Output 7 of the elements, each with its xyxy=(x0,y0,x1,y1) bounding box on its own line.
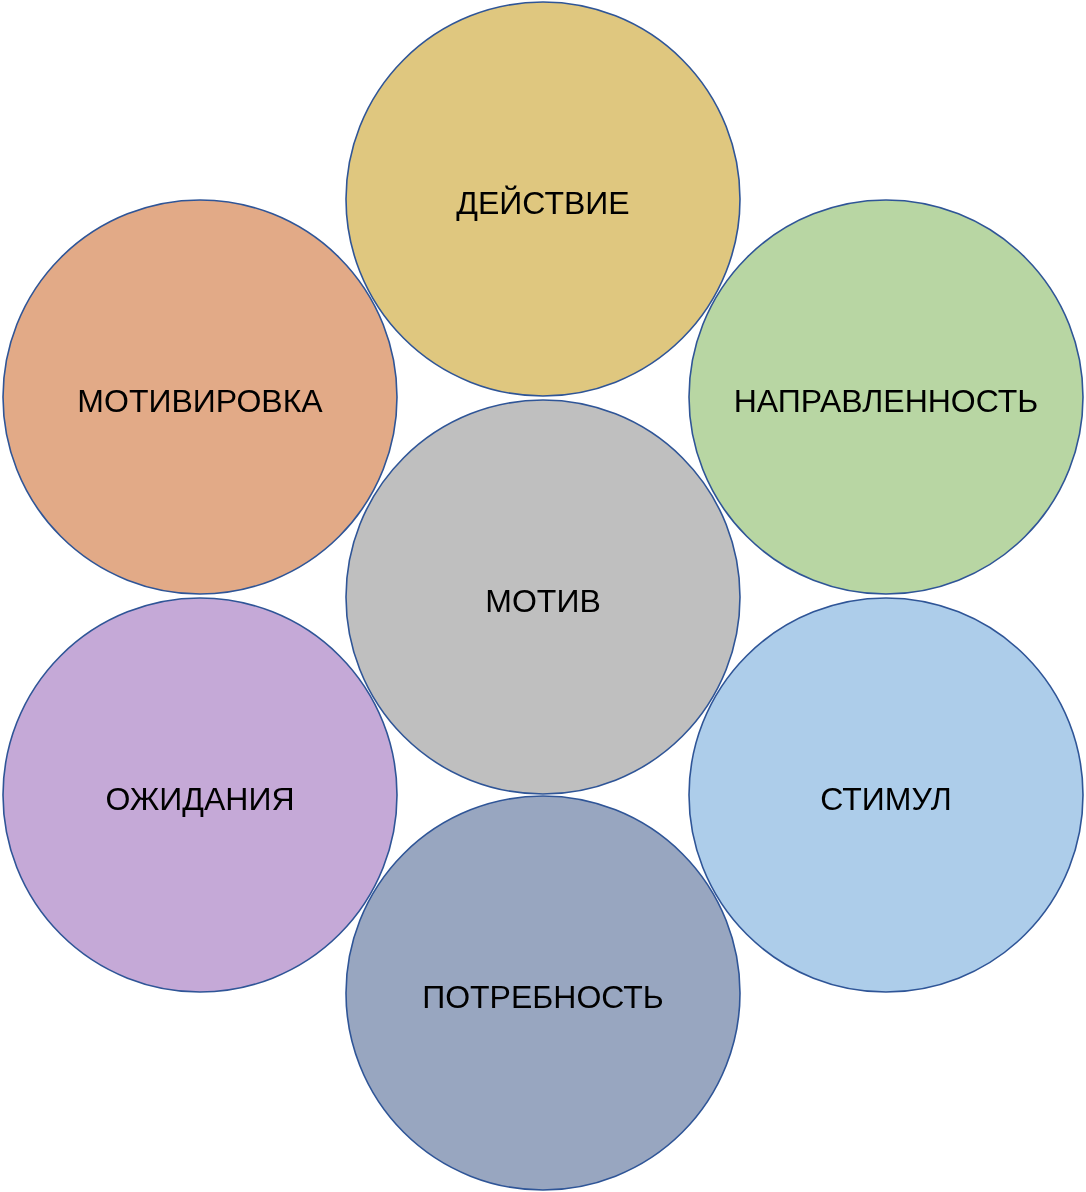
circle-label: ПОТРЕБНОСТЬ xyxy=(422,979,664,1016)
circle-label: МОТИВ xyxy=(485,583,601,620)
circle-label: НАПРАВЛЕННОСТЬ xyxy=(733,383,1039,420)
circle-label: СТИМУЛ xyxy=(820,781,952,818)
circle-label: ОЖИДАНИЯ xyxy=(105,781,295,818)
circle-label: МОТИВИРОВКА xyxy=(77,383,323,420)
circle-label: ДЕЙСТВИЕ xyxy=(456,185,630,222)
